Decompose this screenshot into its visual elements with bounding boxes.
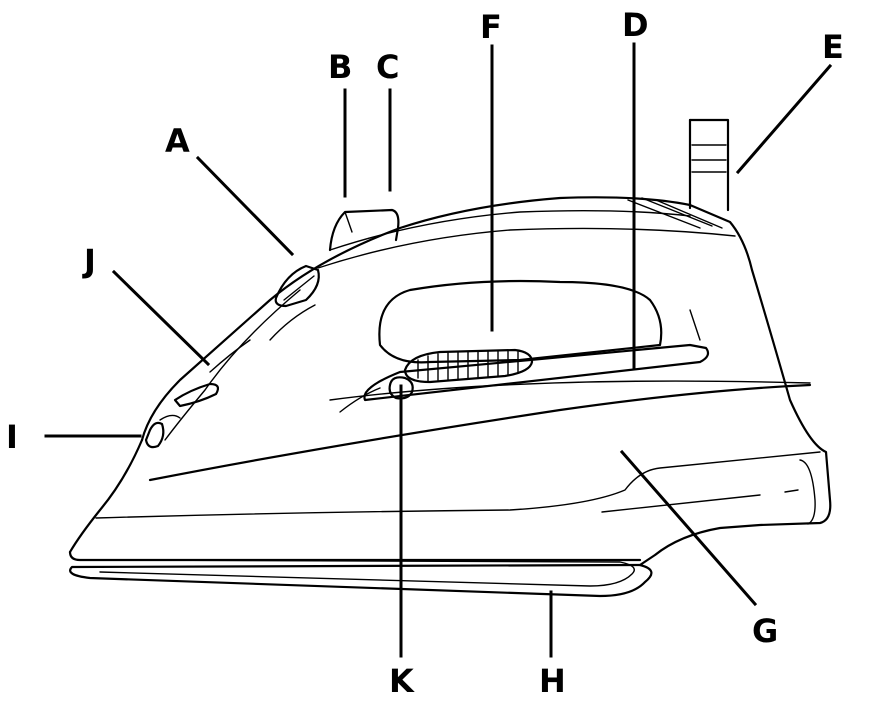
- cord-guard: [627, 118, 730, 229]
- label-g: G: [752, 612, 778, 650]
- temperature-dial: [403, 348, 534, 384]
- soleplate: [68, 550, 653, 598]
- label-i: I: [6, 418, 18, 456]
- label-e: E: [822, 28, 844, 66]
- iron-body: [68, 196, 832, 567]
- label-c: C: [376, 48, 399, 86]
- leader-a: [195, 155, 295, 257]
- indicator-light: [388, 376, 414, 400]
- leader-e: [735, 63, 833, 175]
- spray-button: [274, 264, 320, 308]
- leader-j: [111, 269, 211, 367]
- handle-opening: [378, 279, 701, 364]
- label-d: D: [622, 6, 649, 44]
- spray-nozzle: [144, 414, 181, 449]
- leader-g: [619, 449, 758, 607]
- label-k: K: [389, 662, 415, 700]
- top-buttons: [328, 208, 400, 252]
- label-j: J: [82, 242, 96, 280]
- label-f: F: [480, 8, 502, 46]
- letter-labels: A B C D E F G H I J K: [6, 6, 844, 700]
- label-b: B: [328, 48, 352, 86]
- leader-lines: [44, 42, 833, 658]
- fill-cap: [173, 304, 316, 408]
- water-window: [339, 343, 710, 413]
- label-a: A: [165, 122, 190, 160]
- label-h: H: [539, 662, 566, 700]
